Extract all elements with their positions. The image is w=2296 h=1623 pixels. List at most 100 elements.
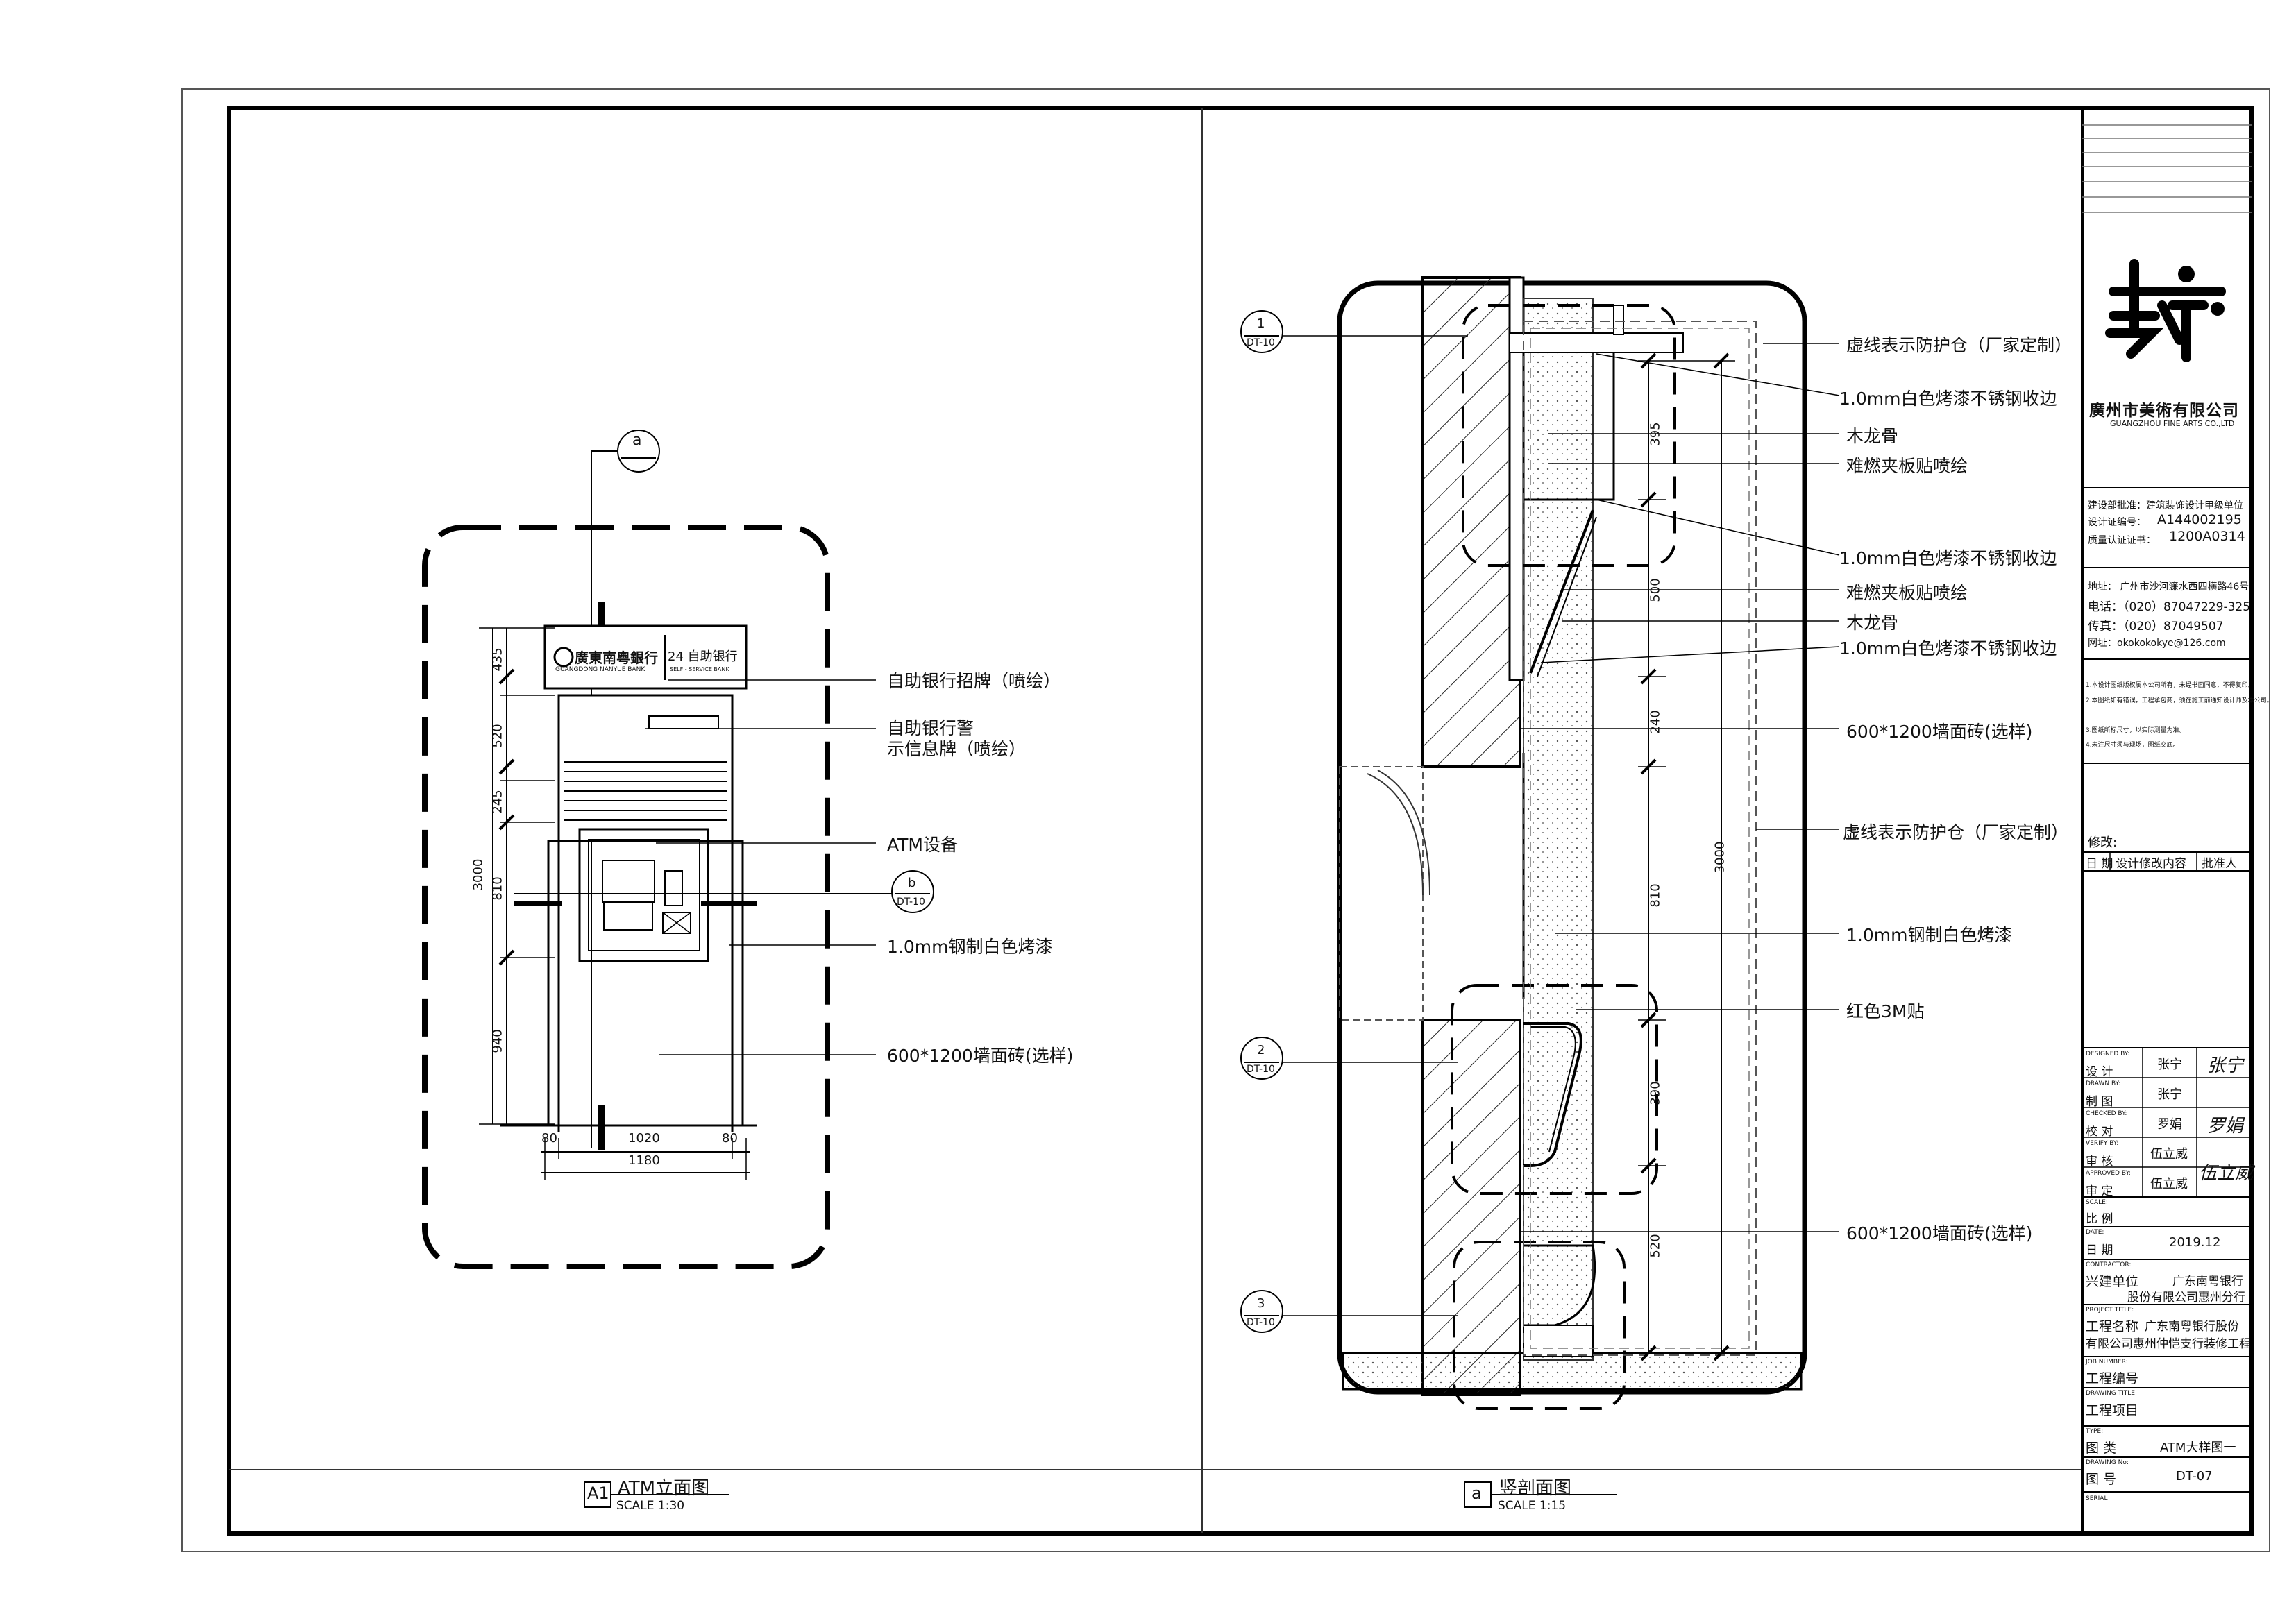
callout-b xyxy=(891,870,934,913)
label-atm: ATM设备 xyxy=(887,835,959,855)
sign-bank-name: 廣東南粵銀行 xyxy=(575,649,658,666)
contractor-cn: 兴建单位 xyxy=(2086,1274,2139,1289)
detail-box-2 xyxy=(1451,984,1658,1195)
designed-by-val: 张宁 xyxy=(2157,1057,2182,1072)
sec-label-12: 红色3M贴 xyxy=(1846,1001,1925,1021)
date-cn: 日 期 xyxy=(2086,1243,2113,1257)
sec-label-2: 1.0mm白色烤漆不锈钢收边 xyxy=(1839,389,2057,409)
sign-24h: 24 自助银行 xyxy=(668,649,738,664)
callout-2-ref: DT-10 xyxy=(1247,1064,1275,1075)
verify-by-en: VERIFY BY: xyxy=(2086,1140,2119,1147)
scale-en: SCALE: xyxy=(2086,1199,2108,1206)
sec-label-8: 1.0mm白色烤漆不锈钢收边 xyxy=(1839,638,2057,658)
label-warning-2: 示信息牌（喷绘） xyxy=(887,739,1027,759)
drawn-by-cn: 制 图 xyxy=(2086,1095,2113,1109)
callout-b-ref: DT-10 xyxy=(897,897,925,908)
bank-sign xyxy=(543,624,748,690)
approved-by-val: 伍立威 xyxy=(2150,1177,2188,1191)
verify-by-val: 伍立威 xyxy=(2150,1147,2188,1162)
approved-by-cn: 审 定 xyxy=(2086,1184,2113,1198)
contractor-val2: 股份有限公司惠州分行 xyxy=(2127,1291,2245,1305)
title-block xyxy=(2081,108,2252,1533)
designed-by-sig: 张宁 xyxy=(2207,1055,2244,1076)
protect-booth-outline xyxy=(422,525,830,1269)
sec-label-1: 虚线表示防护仓（厂家定制） xyxy=(1846,335,2073,355)
callout-3-num: 3 xyxy=(1257,1296,1265,1311)
sec-label-10: 虚线表示防护仓（厂家定制） xyxy=(1843,822,2069,842)
sign-bank-en: GUANGDONG NANYUE BANK xyxy=(555,666,645,673)
outer-frame xyxy=(181,88,2270,1552)
checked-by-en: CHECKED BY: xyxy=(2086,1110,2127,1117)
callout-b-label: b xyxy=(908,876,916,890)
callout-3 xyxy=(1240,1290,1283,1333)
dim-80-right: 80 xyxy=(722,1131,738,1146)
note-4: 4.未注尺寸须与现场，图纸交底。 xyxy=(2086,742,2179,749)
sec-dim-500: 500 xyxy=(1648,578,1663,602)
contractor-en: CONTRACTOR: xyxy=(2086,1261,2132,1268)
quality-cert: 1200A0314 xyxy=(2169,529,2245,544)
sec-dim-240: 240 xyxy=(1648,710,1663,734)
license-label: 建设部批准：建筑装饰设计甲级单位 xyxy=(2088,500,2243,511)
quality-cert-label: 质量认证证书： xyxy=(2088,535,2156,546)
section-scale: SCALE 1:15 xyxy=(1498,1499,1567,1513)
checked-by-val: 罗娟 xyxy=(2157,1117,2182,1132)
checked-by-sig: 罗娟 xyxy=(2207,1116,2244,1137)
dim-1180: 1180 xyxy=(628,1153,660,1168)
dno-cn: 图 号 xyxy=(2086,1472,2117,1487)
drawing-cn: 工程项目 xyxy=(2086,1403,2139,1418)
web: 网址：okokokokye@126.com xyxy=(2088,638,2226,649)
callout-3-ref: DT-10 xyxy=(1247,1317,1275,1328)
atm-machine xyxy=(578,828,709,962)
designed-by-en: DESIGNED BY: xyxy=(2086,1051,2130,1057)
callout-a xyxy=(617,430,660,473)
lower-wall xyxy=(1421,1019,1521,1396)
sec-dim-810: 810 xyxy=(1648,883,1663,908)
sec-label-6: 难燃夹板贴喷绘 xyxy=(1846,583,1968,603)
dim-520: 520 xyxy=(490,724,505,748)
rev-content: 设计修改内容 xyxy=(2116,857,2186,871)
atm-cabinet xyxy=(547,840,744,1127)
dim-1020: 1020 xyxy=(628,1131,660,1146)
phone: 电话：（020）87047229-325 xyxy=(2088,600,2251,614)
dim-940: 940 xyxy=(490,1029,505,1053)
inner-frame xyxy=(227,106,2254,1536)
company-name-cn: 廣州市美術有限公司 xyxy=(2089,402,2239,420)
drawn-by-val: 张宁 xyxy=(2157,1087,2182,1102)
contractor-val1: 广东南粤银行 xyxy=(2172,1275,2243,1289)
sec-dim-395: 395 xyxy=(1648,422,1663,446)
date-en: DATE: xyxy=(2086,1229,2104,1236)
job-cn: 工程编号 xyxy=(2086,1371,2139,1386)
drawn-by-en: DRAWN BY: xyxy=(2086,1080,2120,1087)
note-3: 3.图纸所标尺寸，以实际测量为准。 xyxy=(2086,727,2186,734)
atm-elevation xyxy=(422,430,934,1269)
company-logo-icon xyxy=(2105,259,2226,362)
designed-by-cn: 设 计 xyxy=(2086,1065,2113,1079)
scale-cn: 比 例 xyxy=(2086,1212,2113,1226)
section-title: 竖剖面图 xyxy=(1499,1478,1572,1499)
elevation-title: ATM立面图 xyxy=(618,1478,710,1499)
design-cert-label: 设计证编号： xyxy=(2088,517,2146,528)
sec-label-7: 木龙骨 xyxy=(1846,613,1899,633)
type-en: TYPE: xyxy=(2086,1428,2104,1435)
label-sign: 自助银行招牌（喷绘） xyxy=(887,671,1061,691)
sign-24h-en: SELF - SERVICE BANK xyxy=(670,666,729,672)
elevation-title-tag: A1 xyxy=(587,1484,609,1503)
type-val: ATM大样图一 xyxy=(2160,1441,2236,1455)
address: 地址： 广州市沙河濂水西四横路46号 xyxy=(2088,581,2249,593)
callout-2 xyxy=(1240,1037,1283,1080)
callout-1 xyxy=(1240,310,1283,353)
upper-wall xyxy=(1421,276,1521,768)
sec-dim-3000: 3000 xyxy=(1712,841,1728,874)
dim-435: 435 xyxy=(490,647,505,672)
job-en: JOB NUMBER: xyxy=(2086,1359,2128,1366)
label-tile: 600*1200墙面砖(选样) xyxy=(887,1046,1074,1066)
sec-dim-520: 520 xyxy=(1648,1234,1663,1258)
verify-by-cn: 审 核 xyxy=(2086,1155,2113,1169)
callout-2-num: 2 xyxy=(1257,1043,1265,1057)
sec-label-11: 1.0mm钢制白色烤漆 xyxy=(1846,925,2012,945)
callout-1-num: 1 xyxy=(1257,316,1265,331)
dim-245: 245 xyxy=(490,790,505,814)
project-val2: 有限公司惠州仲恺支行装修工程 xyxy=(2086,1337,2251,1351)
label-steel: 1.0mm钢制白色烤漆 xyxy=(887,937,1053,957)
